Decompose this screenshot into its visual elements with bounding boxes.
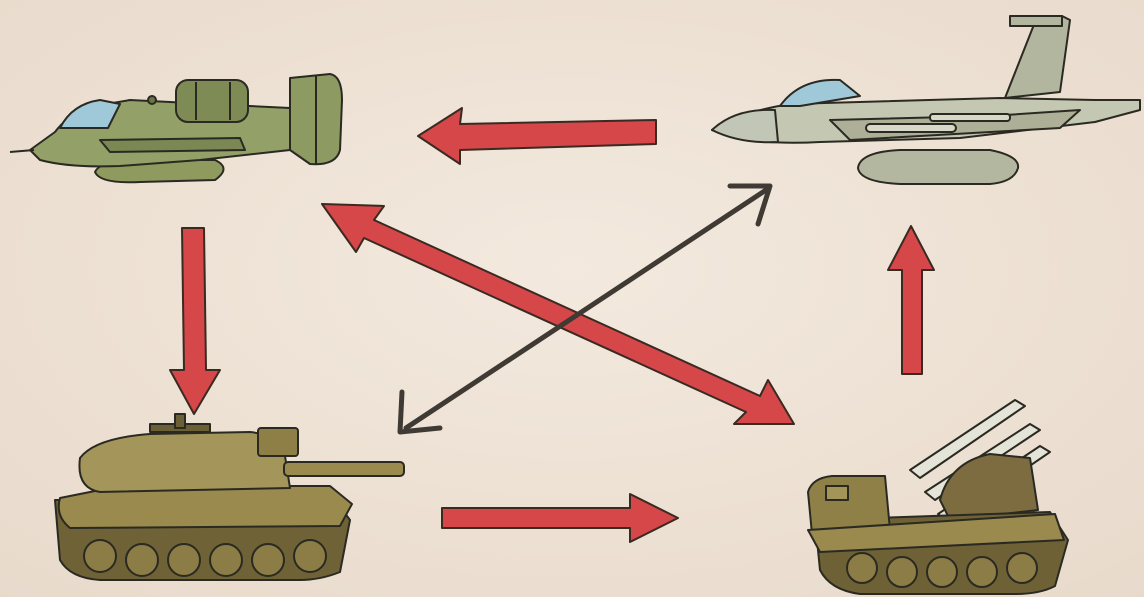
diagram-canvas — [0, 0, 1144, 597]
diagram-svg — [0, 0, 1144, 597]
